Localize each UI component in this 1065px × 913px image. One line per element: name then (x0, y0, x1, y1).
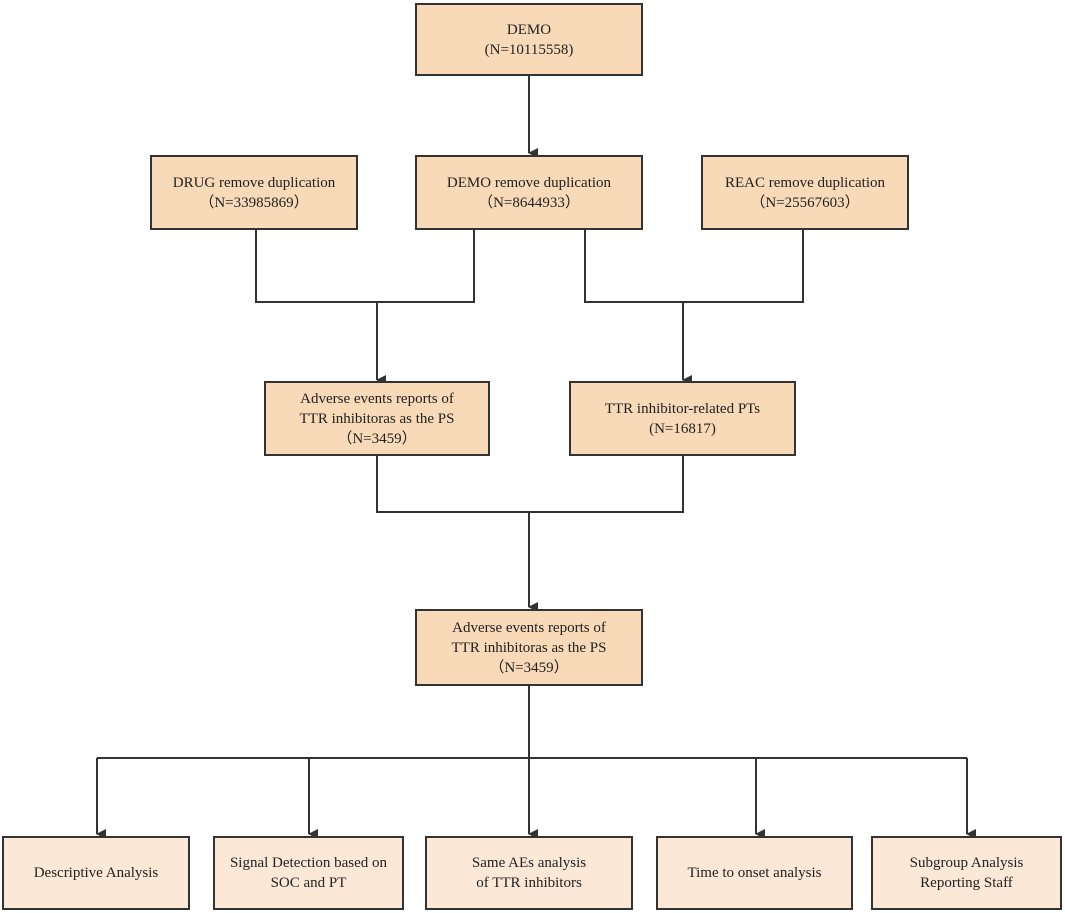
node-demo-line1: DEMO (506, 21, 552, 38)
node-reac-dedup: REAC remove duplication （N=25567603） (701, 155, 909, 230)
node-demo-line2: (N=10115558) (484, 41, 574, 58)
node-drug-dedup: DRUG remove duplication （N=33985869） (150, 155, 358, 230)
node-demo-dedup-line1: DEMO remove duplication (446, 174, 612, 191)
node-signal-detection: Signal Detection based on SOC and PT (213, 836, 404, 910)
node-ae-reports-2: Adverse events reports of TTR inhibitora… (415, 609, 643, 686)
connector-merge-middle (376, 456, 684, 513)
node-descriptive-analysis: Descriptive Analysis (2, 836, 190, 910)
connector-drug-merge (255, 230, 475, 303)
connector-reac-merge (584, 230, 804, 303)
node-same-aes-analysis: Same AEs analysis of TTR inhibitors (425, 836, 633, 910)
node-demo: DEMO (N=10115558) (415, 3, 643, 76)
node-signal-line2: SOC and PT (270, 875, 347, 891)
node-ttr-pts: TTR inhibitor-related PTs (N=16817) (569, 381, 796, 456)
node-drug-dedup-line1: DRUG remove duplication (172, 174, 336, 191)
node-ae-reports-2-line1: Adverse events reports of (452, 619, 606, 636)
node-ae-reports-1-line2: TTR inhibitoras as the PS (299, 410, 455, 427)
node-subgroup-line1: Subgroup Analysis (909, 855, 1024, 871)
node-demo-dedup: DEMO remove duplication （N=8644933） (415, 155, 643, 230)
node-subgroup-analysis: Subgroup Analysis Reporting Staff (871, 836, 1062, 910)
node-ae-reports-1: Adverse events reports of TTR inhibitora… (264, 381, 490, 456)
node-onset-line1: Time to onset analysis (687, 865, 822, 881)
node-descriptive-line1: Descriptive Analysis (33, 865, 159, 881)
node-signal-line1: Signal Detection based on (229, 855, 388, 871)
node-same-aes-line2: of TTR inhibitors (476, 875, 582, 891)
node-ae-reports-2-line3: （N=3459） (489, 659, 569, 676)
node-reac-dedup-line1: REAC remove duplication (725, 174, 885, 191)
node-reac-dedup-line2: （N=25567603） (750, 194, 860, 211)
node-drug-dedup-line2: （N=33985869） (199, 194, 309, 211)
node-same-aes-line1: Same AEs analysis (471, 855, 587, 871)
node-ae-reports-2-line2: TTR inhibitoras as the PS (451, 639, 607, 656)
node-demo-dedup-line2: （N=8644933） (478, 194, 580, 211)
node-time-to-onset: Time to onset analysis (656, 836, 853, 910)
node-ttr-pts-line1: TTR inhibitor-related PTs (604, 400, 761, 417)
node-ae-reports-1-line3: （N=3459） (337, 430, 417, 447)
node-ttr-pts-line2: (N=16817) (649, 420, 716, 437)
node-subgroup-line2: Reporting Staff (920, 875, 1013, 891)
node-ae-reports-1-line1: Adverse events reports of (300, 390, 454, 407)
